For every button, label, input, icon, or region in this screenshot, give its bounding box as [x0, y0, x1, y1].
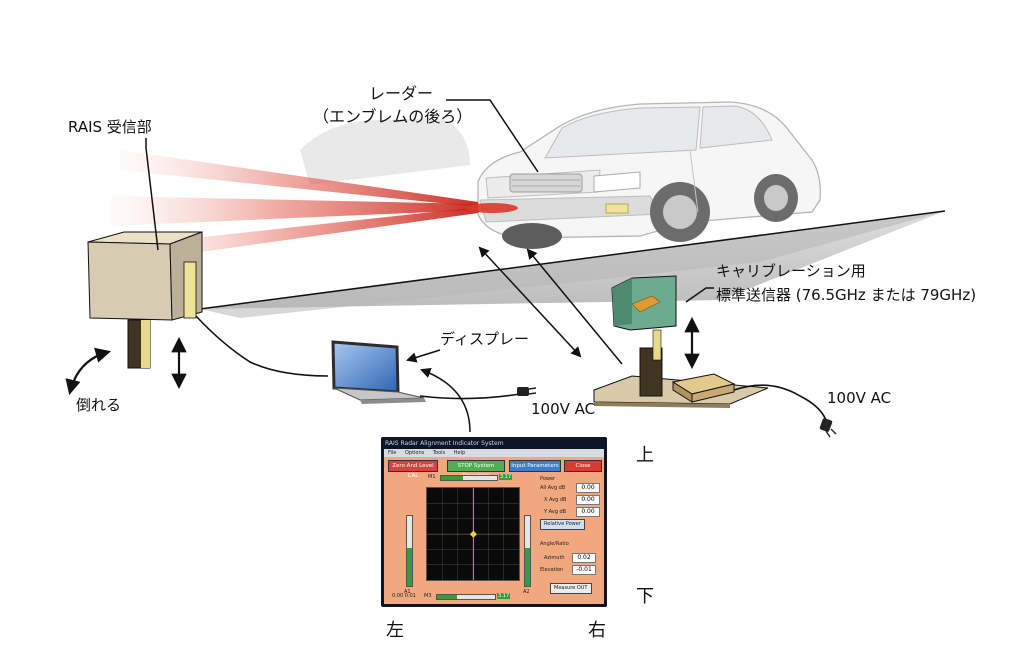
y-avg-label: Y Avg dB: [544, 509, 567, 515]
all-avg-value: 0.00: [576, 483, 600, 493]
rais-receiver: [87, 231, 203, 369]
label-power-transmitter: 100V AC: [827, 389, 892, 407]
label-radar-note: （エンブレムの後ろ）: [313, 107, 473, 126]
label-radar: レーダー: [369, 84, 434, 103]
label-display: ディスプレー: [440, 330, 529, 348]
alignment-plot: [426, 487, 520, 581]
label-calibration-line2: 標準送信器 (76.5GHz または 79GHz): [716, 286, 977, 304]
background-sketch: [300, 118, 470, 185]
radar-beams: [110, 150, 518, 262]
laptop: [331, 340, 426, 404]
input-parameters-button[interactable]: Input Parameters: [509, 460, 561, 472]
meter-m3-label: M3: [424, 593, 432, 599]
relative-power-option[interactable]: Relative Power: [540, 519, 585, 530]
y-avg-value: 0.00: [576, 507, 600, 517]
angle-group-label: Angle/Ratio: [540, 541, 569, 547]
alignment-plot-svg: [427, 488, 519, 580]
label-down: 下: [636, 586, 654, 607]
car-illustration: [477, 101, 821, 249]
calibration-transmitter: [593, 275, 769, 408]
label-calibration-line1: キャリブレーション用: [716, 262, 866, 280]
label-up: 上: [636, 445, 654, 466]
meter-m1-label: M1: [428, 474, 436, 480]
software-menubar: File Options Tools Help: [384, 449, 604, 457]
meter-m3-value: 3.17: [497, 593, 511, 599]
meter-m1: [440, 475, 498, 481]
menu-help[interactable]: Help: [453, 450, 466, 456]
meter-a1: [406, 515, 413, 587]
label-power-laptop: 100V AC: [531, 400, 596, 418]
stop-system-operation-button[interactable]: STOP System Operation: [447, 460, 505, 479]
software-title: RAIS Radar Alignment Indicator System: [385, 440, 504, 447]
transmitter-plug: [819, 418, 837, 438]
power-group-label: Power: [540, 476, 556, 482]
meter-a2: [524, 515, 531, 587]
all-avg-label: All Avg dB: [540, 485, 566, 491]
label-rais-receiver: RAIS 受信部: [68, 118, 152, 136]
x-avg-value: 0.00: [576, 495, 600, 505]
software-panel: Zero And Level CAL STOP System Operation…: [384, 457, 604, 604]
motion-arrows: [65, 316, 700, 395]
label-left: 左: [386, 620, 404, 641]
elevation-value: -0.01: [572, 565, 596, 575]
meter-m1-value: 3.17: [499, 474, 513, 480]
leader-lines: [145, 99, 714, 433]
readout-bottom: 0.00 0.01: [392, 593, 416, 599]
label-tilt: 倒れる: [76, 396, 122, 414]
close-button[interactable]: Close: [564, 460, 602, 472]
meter-m3: [436, 594, 496, 600]
label-right: 右: [588, 620, 606, 641]
menu-options[interactable]: Options: [404, 450, 425, 456]
azimuth-value: 0.02: [572, 553, 596, 563]
elevation-label: Elevation: [540, 567, 564, 573]
azimuth-label: Azimuth: [544, 555, 565, 561]
meter-a1-label: A1: [404, 589, 411, 595]
laptop-plug: [517, 387, 537, 396]
zero-and-level-cal-button[interactable]: Zero And Level CAL: [388, 460, 438, 479]
menu-file[interactable]: File: [388, 450, 397, 456]
measure-out-button[interactable]: Measure OUT: [550, 583, 592, 594]
meter-a2-label: A2: [523, 589, 530, 595]
menu-tools[interactable]: Tools: [432, 450, 446, 456]
plot-alignment-point: [469, 530, 477, 538]
x-avg-label: X Avg dB: [544, 497, 567, 503]
software-screenshot: RAIS Radar Alignment Indicator System Fi…: [381, 437, 607, 607]
